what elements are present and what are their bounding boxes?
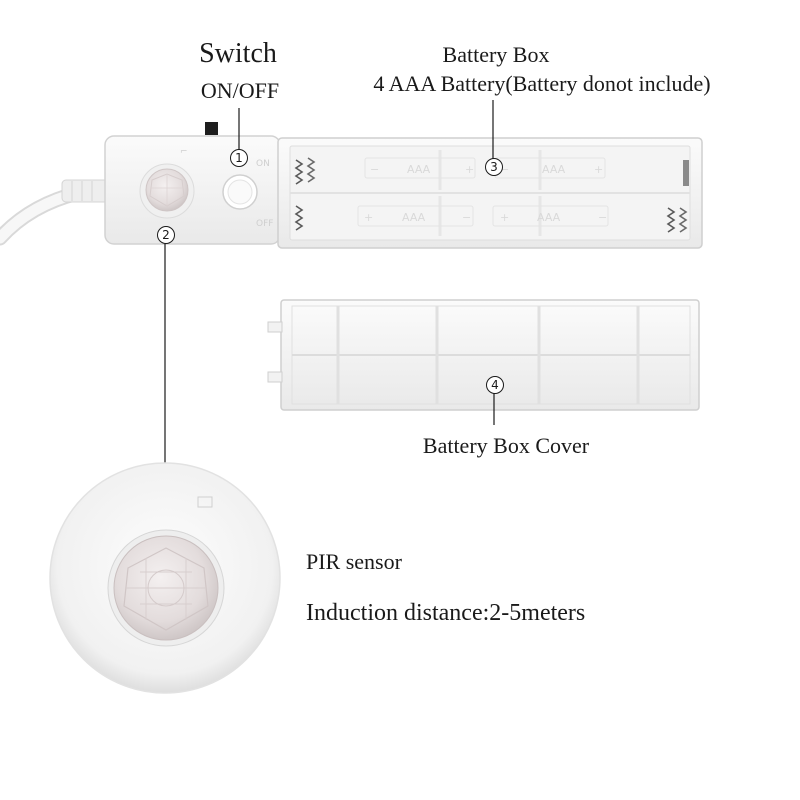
pir-sensor-label: PIR sensor (306, 549, 402, 574)
svg-text:−: − (598, 211, 607, 224)
battery-box-detail: 4 AAA Battery(Battery donot include) (373, 71, 711, 96)
battery-marking: AAA (542, 163, 566, 176)
battery-box-cover (267, 299, 700, 411)
svg-text:+: + (594, 163, 603, 176)
callout-4-badge: 4 (486, 376, 504, 394)
leader-lines (164, 100, 495, 476)
induction-distance-label: Induction distance:2-5meters (306, 600, 586, 626)
switch-state-label: ON/OFF (200, 78, 280, 103)
callout-2-badge: 2 (157, 226, 175, 244)
svg-text:+: + (465, 163, 474, 176)
svg-text:−: − (370, 163, 379, 176)
battery-box-title: Battery Box (442, 42, 550, 67)
svg-text:+: + (364, 211, 373, 224)
battery-marking: AAA (402, 211, 426, 224)
svg-text:−: − (500, 163, 509, 176)
callout-3-badge: 3 (485, 158, 503, 176)
svg-text:−: − (462, 211, 471, 224)
battery-box-cover-label: Battery Box Cover (422, 433, 590, 458)
callout-1-badge: 1 (230, 149, 248, 167)
switch-toggle (205, 122, 218, 135)
battery-box: − + − + + − + − AAA AAA AAA AAA (277, 137, 703, 249)
cable (0, 179, 109, 246)
sensor-module: ⌐ ON OFF (104, 135, 281, 245)
switch-title: Switch (199, 38, 277, 69)
svg-text:OFF: OFF (256, 219, 273, 229)
pir-sensor-closeup (49, 462, 281, 694)
spring-icon (294, 159, 304, 185)
svg-text:+: + (500, 211, 509, 224)
spring-icon (666, 207, 676, 233)
battery-marking: AAA (537, 211, 561, 224)
svg-text:ON: ON (256, 159, 270, 169)
svg-text:⌐: ⌐ (180, 147, 188, 157)
battery-marking: AAA (407, 163, 431, 176)
